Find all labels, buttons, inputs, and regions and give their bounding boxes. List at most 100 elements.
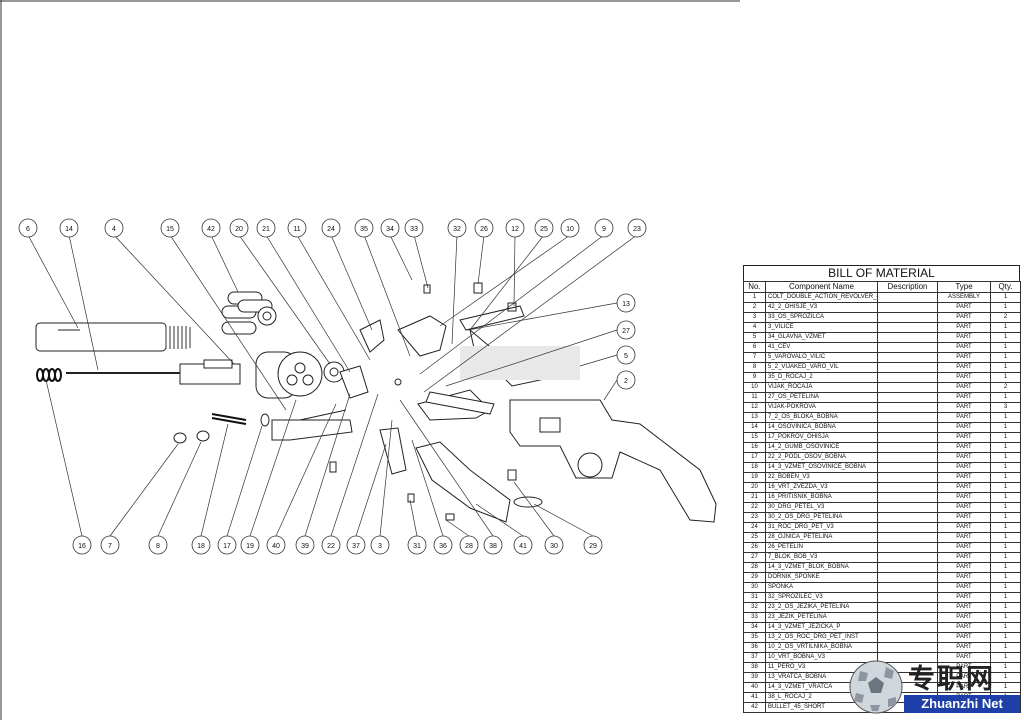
callout-label: 6 — [26, 226, 30, 233]
bom-cell-type: PART — [937, 312, 991, 323]
hand-lever-part — [271, 409, 353, 441]
callout-label: 26 — [480, 226, 488, 233]
bom-cell-no: 26 — [743, 542, 766, 553]
callout-label: 4 — [112, 226, 116, 233]
bom-cell-description — [877, 302, 938, 313]
callout-label: 30 — [550, 543, 558, 550]
bom-cell-no: 12 — [743, 402, 766, 413]
callout-bubble — [616, 370, 636, 390]
bom-cell-component: 5_2_VIJAKED_VARO_VIL — [765, 362, 878, 373]
callout-bubble — [321, 535, 341, 555]
callout-bubble — [616, 320, 636, 340]
bom-cell-no: 36 — [743, 642, 766, 653]
frame-part — [509, 399, 717, 523]
bom-cell-qty: 1 — [990, 642, 1021, 653]
ejector-rod-part — [66, 359, 241, 385]
bom-cell-no: 17 — [743, 452, 766, 463]
bom-cell-type: PART — [937, 432, 991, 443]
bom-cell-description — [877, 622, 938, 633]
bom-cell-description — [877, 402, 938, 413]
bom-cell-no: 27 — [743, 552, 766, 563]
callout-label: 14 — [65, 226, 73, 233]
bom-cell-description — [877, 412, 938, 423]
bom-cell-description — [877, 442, 938, 453]
callout-bubble — [229, 218, 249, 238]
callout-label: 21 — [262, 226, 270, 233]
bom-cell-type: PART — [937, 642, 991, 653]
bom-header-qty: Qty. — [990, 281, 1021, 293]
bom-cell-component: 23_JEZIK_PETELINA — [765, 612, 878, 623]
bom-cell-component: 27_OS_PETELINA — [765, 392, 878, 403]
bom-cell-component: DORNIK_SPONKE — [765, 572, 878, 583]
callout-bubble — [505, 218, 525, 238]
callout-bubble — [370, 535, 390, 555]
bom-cell-qty: 3 — [990, 402, 1021, 413]
bom-cell-component: VIJAK_ROCAJA — [765, 382, 878, 393]
callout-label: 31 — [413, 543, 421, 550]
callout-label: 18 — [197, 543, 205, 550]
bom-cell-description — [877, 332, 938, 343]
bom-cell-no: 22 — [743, 502, 766, 513]
bom-cell-qty: 1 — [990, 522, 1021, 533]
callout-bubble — [72, 535, 92, 555]
bom-cell-qty: 2 — [990, 382, 1021, 393]
callout-label: 10 — [566, 226, 574, 233]
bom-cell-description — [877, 422, 938, 433]
bom-cell-component: 16_PRITISNIK_BOBNA — [765, 492, 878, 503]
callout-bubble — [256, 218, 276, 238]
bom-cell-no: 38 — [743, 662, 766, 673]
callout-bubble — [104, 218, 124, 238]
callout-label: 32 — [453, 226, 461, 233]
callout-bubble — [287, 218, 307, 238]
callout-bubble — [474, 218, 494, 238]
bom-cell-type: PART — [937, 422, 991, 433]
bom-cell-no: 13 — [743, 412, 766, 423]
bom-cell-component: 14_3_VZMET_OSOVINICE_BOBNA — [765, 462, 878, 473]
callout-label: 39 — [301, 543, 309, 550]
bom-cell-component: 3_VILICE — [765, 322, 878, 333]
bom-cell-no: 32 — [743, 602, 766, 613]
bom-cell-type: PART — [937, 332, 991, 343]
bom-cell-type: PART — [937, 412, 991, 423]
watermark-english-text: Zhuanzhi Net — [904, 695, 1020, 713]
bom-cell-component: 10_2_OS_VRTILNIKA_BOBNA — [765, 642, 878, 653]
bom-cell-qty: 1 — [990, 512, 1021, 523]
bom-cell-type: PART — [937, 532, 991, 543]
clip-part — [507, 469, 543, 508]
bom-cell-type: PART — [937, 632, 991, 643]
callout-bubble — [560, 218, 580, 238]
bom-header-description: Description — [877, 281, 938, 293]
bom-header-row: No. Component Name Description Type Qty. — [743, 281, 1021, 293]
bom-cell-description — [877, 432, 938, 443]
bom-cell-component: 14_3_VZMET_BLOK_BOBNA — [765, 562, 878, 573]
bom-cell-no: 3 — [743, 312, 766, 323]
bom-cell-no: 31 — [743, 592, 766, 603]
bom-cell-qty: 1 — [990, 362, 1021, 373]
callout-label: 20 — [235, 226, 243, 233]
bom-cell-qty: 1 — [990, 342, 1021, 353]
callout-label: 11 — [293, 226, 300, 233]
cylinder-part — [255, 351, 323, 399]
callout-label: 25 — [540, 226, 548, 233]
bom-table: No. Component Name Description Type Qty.… — [743, 281, 1021, 713]
bom-cell-qty: 1 — [990, 432, 1021, 443]
bom-cell-qty: 1 — [990, 552, 1021, 563]
bom-cell-description — [877, 382, 938, 393]
bom-cell-qty: 1 — [990, 352, 1021, 363]
callout-label: 41 — [519, 543, 527, 550]
bom-cell-description — [877, 352, 938, 363]
bom-header-no: No. — [743, 281, 766, 293]
small-knob-parts — [173, 413, 270, 444]
bom-cell-component: 7_BLOK_BOB_V3 — [765, 552, 878, 563]
bom-cell-type: PART — [937, 352, 991, 363]
callout-bubble — [513, 535, 533, 555]
